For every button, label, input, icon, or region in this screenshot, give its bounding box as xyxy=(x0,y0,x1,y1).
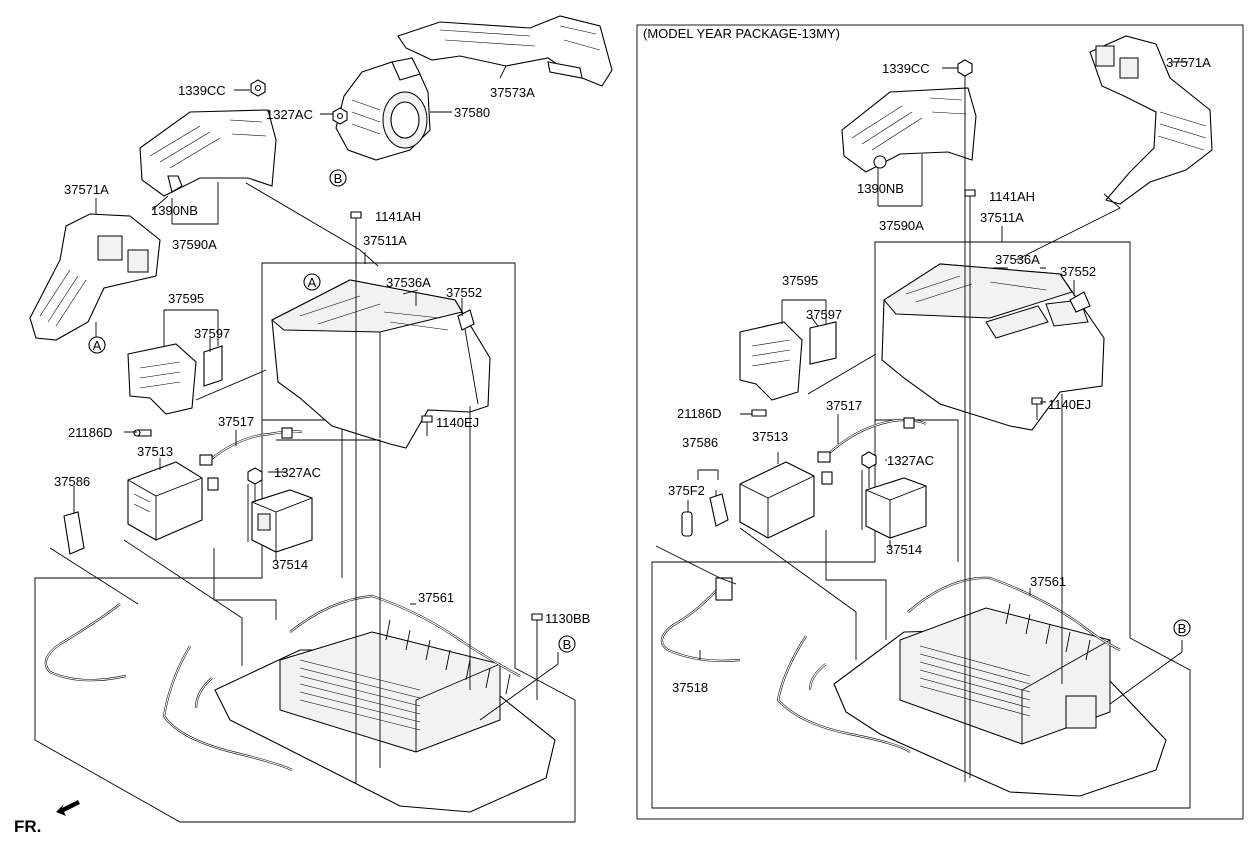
nut-1339CC-right xyxy=(957,59,973,77)
label-21186D: 21186D xyxy=(68,425,113,440)
bolt-1140EJ-right xyxy=(1031,397,1043,420)
bracket-37552-right xyxy=(1069,291,1091,313)
label-37561: 37561 xyxy=(418,590,454,605)
left-battery-frame xyxy=(34,262,576,823)
wiring-37517-right xyxy=(817,417,927,485)
bms-module-37513 xyxy=(127,461,203,541)
harness-37561 xyxy=(289,594,521,695)
connector-37586-right xyxy=(709,493,729,527)
fuse-375F2 xyxy=(681,511,693,537)
battery-pack-37561 xyxy=(214,631,556,813)
label-37514-right: 37514 xyxy=(886,542,922,557)
bolt-21186D-right xyxy=(751,409,767,417)
model-year-frame xyxy=(636,24,1244,820)
label-1141AH-right: 1141AH xyxy=(989,189,1035,204)
label-37511A: 37511A xyxy=(363,233,407,248)
label-37597: 37597 xyxy=(194,326,230,341)
label-37597-right: 37597 xyxy=(806,307,842,322)
label-37590A-right: 37590A xyxy=(879,218,924,233)
label-37561-right: 37561 xyxy=(1030,574,1066,589)
label-1339CC: 1339CC xyxy=(178,83,226,98)
label-1327AC-mid: 1327AC xyxy=(274,465,321,480)
label-37571A-right: 37571A xyxy=(1166,55,1211,70)
bms-module-37513-right xyxy=(739,461,815,539)
right-diagram: (MODEL YEAR PACKAGE-13MY) xyxy=(636,24,1244,820)
left-diagram: A A B B 37573A 37580 1339CC 1327AC 37571… xyxy=(29,15,613,823)
label-37518: 37518 xyxy=(672,680,708,695)
left-leaders xyxy=(49,65,559,784)
label-21186D-right: 21186D xyxy=(677,406,722,421)
label-37517-right: 37517 xyxy=(826,398,862,413)
label-37511A-right: 37511A xyxy=(980,210,1024,225)
model-year-title: (MODEL YEAR PACKAGE-13MY) xyxy=(643,26,840,41)
label-1390NB: 1390NB xyxy=(151,203,198,218)
label-1327AC-right: 1327AC xyxy=(887,453,934,468)
nut-1327AC-right xyxy=(861,451,877,469)
bolt-1130BB xyxy=(531,613,543,700)
ref-b-left-fan: B xyxy=(334,171,343,186)
label-1140EJ: 1140EJ xyxy=(436,415,479,430)
wiring-37517 xyxy=(199,427,303,491)
label-1141AH: 1141AH xyxy=(375,209,421,224)
bolt-1140EJ xyxy=(421,415,433,436)
label-1339CC-right: 1339CC xyxy=(882,61,930,76)
label-1140EJ-right: 1140EJ xyxy=(1048,397,1091,412)
label-37571A: 37571A xyxy=(64,182,109,197)
bolt-1141AH-right xyxy=(964,189,976,214)
ref-a-left-cover: A xyxy=(308,275,317,290)
label-37595: 37595 xyxy=(168,291,204,306)
label-37573A: 37573A xyxy=(490,85,535,100)
nut-1327AC-top xyxy=(332,107,348,125)
front-indicator: FR. xyxy=(14,800,80,836)
duct-cover-37590A-right xyxy=(841,87,977,173)
label-37595-right: 37595 xyxy=(782,273,818,288)
bracket-37595 xyxy=(127,343,197,415)
bracket-37595-right xyxy=(739,321,803,401)
label-1130BB: 1130BB xyxy=(545,611,590,626)
front-arrow-icon xyxy=(56,800,80,816)
label-37580: 37580 xyxy=(454,105,490,120)
ref-b-left-pack: B xyxy=(563,637,572,652)
label-37536A-right: 37536A xyxy=(995,252,1040,267)
relay-37514-right xyxy=(865,477,927,539)
connector-37586 xyxy=(63,511,85,555)
relay-37514 xyxy=(251,489,313,553)
label-37552-right: 37552 xyxy=(1060,264,1096,279)
label-1390NB-right: 1390NB xyxy=(857,181,904,196)
label-37586: 37586 xyxy=(54,474,90,489)
ref-b-right-pack: B xyxy=(1178,621,1187,636)
harness-left-loop xyxy=(44,603,293,771)
harness-37561-right xyxy=(907,576,1121,661)
label-37536A: 37536A xyxy=(386,275,431,290)
bolt-1141AH xyxy=(350,211,362,240)
label-375F2: 375F2 xyxy=(668,483,705,498)
blower-fan-37580 xyxy=(335,57,431,161)
bolt-21186D xyxy=(133,429,152,437)
label-37552: 37552 xyxy=(446,285,482,300)
nut-1327AC-mid xyxy=(247,467,263,485)
label-37586-right: 37586 xyxy=(682,435,718,450)
label-37514: 37514 xyxy=(272,557,308,572)
ref-a-left-duct: A xyxy=(93,338,102,353)
battery-pack-37561-right xyxy=(833,607,1167,797)
front-label: FR. xyxy=(14,817,41,836)
label-37517: 37517 xyxy=(218,414,254,429)
insulator-37597-right xyxy=(809,321,837,365)
air-duct-37571A xyxy=(29,213,161,341)
air-duct-37571A-right xyxy=(1089,35,1213,205)
nut-1339CC xyxy=(250,79,266,97)
right-battery-frame xyxy=(651,241,1191,809)
label-1327AC-top: 1327AC xyxy=(266,107,313,122)
air-duct-37573A xyxy=(397,15,613,87)
insulator-37597 xyxy=(203,345,223,387)
label-37513: 37513 xyxy=(137,444,173,459)
label-37513-right: 37513 xyxy=(752,429,788,444)
battery-cover-37536A-right xyxy=(881,263,1105,431)
duct-cover-37590A xyxy=(139,109,277,197)
harness-37518 xyxy=(660,577,911,753)
right-leaders xyxy=(655,61,1188,782)
label-37590A: 37590A xyxy=(172,237,217,252)
